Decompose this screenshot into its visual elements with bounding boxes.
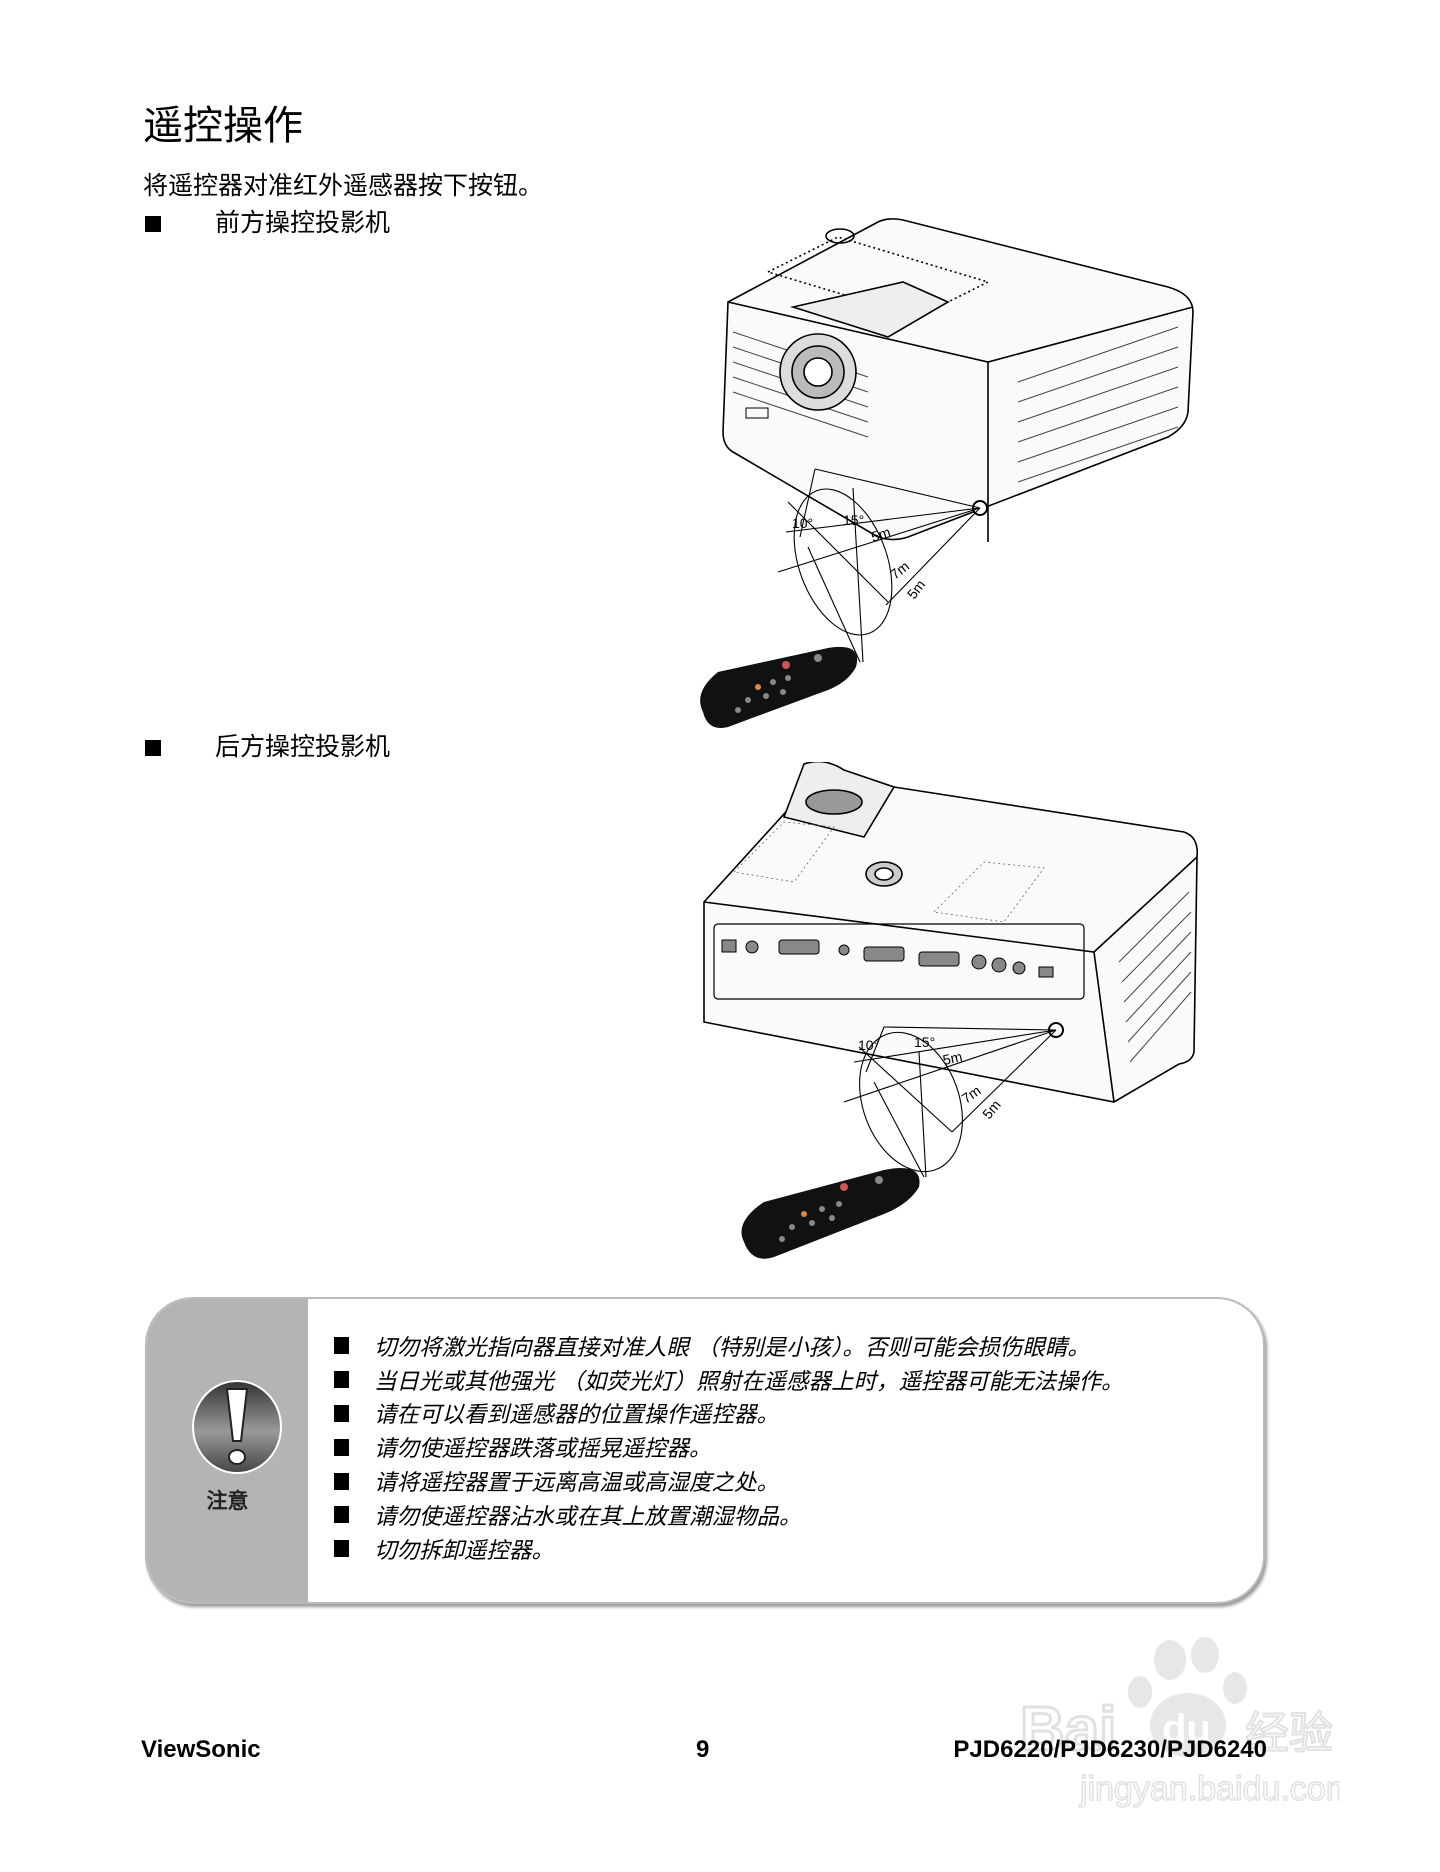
front-remote-diagram: 10° 15° 5m 7m 5m [700, 218, 1194, 728]
distance-label: 7m [887, 558, 912, 583]
rear-remote-diagram: 10° 15° 5m 7m 5m [703, 762, 1199, 1259]
remote-control-illustration [700, 646, 858, 728]
distance-label: 5m [941, 1048, 963, 1068]
list-item: 切勿将激光指向器直接对准人眼 （特别是小孩）。否则可能会损伤眼睛。 [334, 1329, 1124, 1363]
caution-label: 注意 [206, 1489, 249, 1513]
angle-label: 15° [843, 512, 864, 528]
list-item: 切勿拆卸遥控器。 [334, 1532, 1124, 1566]
angle-label: 10° [858, 1037, 879, 1053]
section-rear-heading: 后方操控投影机 [215, 732, 391, 761]
projector-illustration [703, 762, 1199, 1103]
caution-list: 切勿将激光指向器直接对准人眼 （特别是小孩）。否则可能会损伤眼睛。 当日光或其他… [334, 1329, 1124, 1566]
exclamation-icon [192, 1380, 282, 1474]
ir-range-lines [843, 1026, 1057, 1178]
svg-text:经验: 经验 [1245, 1709, 1333, 1758]
footer-page-number: 9 [696, 1736, 710, 1763]
baidu-watermark-logo: Bai du 经验 jingyan.baidu.com [1020, 1637, 1340, 1809]
svg-text:Bai: Bai [1020, 1695, 1116, 1764]
distance-label: 5m [904, 577, 929, 602]
bullet-square [334, 1337, 349, 1355]
bullet-square [334, 1371, 349, 1389]
bullet-square [334, 1404, 349, 1422]
intro-text: 将遥控器对准红外遥感器按下按钮。 [143, 171, 544, 200]
bullet-square [145, 216, 161, 232]
distance-label: 5m [979, 1097, 1004, 1122]
list-item: 请在可以看到遥感器的位置操作遥控器。 [334, 1397, 1124, 1431]
list-item: 请将遥控器置于远离高温或高湿度之处。 [334, 1464, 1124, 1498]
bullet-square [334, 1472, 349, 1490]
angle-label: 10° [792, 515, 813, 531]
list-item: 请勿使遥控器沾水或在其上放置潮湿物品。 [334, 1498, 1124, 1532]
bullet-square [334, 1438, 349, 1456]
angle-label: 15° [914, 1034, 935, 1050]
section-front-heading: 前方操控投影机 [215, 208, 391, 237]
page-title: 遥控操作 [143, 103, 303, 149]
ir-range-lines [777, 468, 981, 663]
bullet-square [334, 1540, 349, 1558]
remote-control-illustration [741, 1168, 920, 1259]
footer-brand: ViewSonic [141, 1736, 261, 1763]
distance-label: 7m [959, 1082, 984, 1106]
svg-text:du: du [1162, 1707, 1211, 1751]
bullet-square [145, 740, 161, 756]
caution-box: 注意 切勿将激光指向器直接对准人眼 （特别是小孩）。否则可能会损伤眼睛。 当日光… [145, 1297, 1265, 1604]
svg-text:jingyan.baidu.com: jingyan.baidu.com [1079, 1770, 1340, 1808]
distance-label: 5m [869, 524, 892, 545]
footer-model: PJD6220/PJD6230/PJD6240 [953, 1736, 1267, 1763]
list-item: 请勿使遥控器跌落或摇晃遥控器。 [334, 1430, 1124, 1464]
bullet-square [334, 1506, 349, 1524]
projector-illustration [722, 218, 1194, 542]
list-item: 当日光或其他强光 （如荧光灯）照射在遥感器上时，遥控器可能无法操作。 [334, 1363, 1124, 1397]
